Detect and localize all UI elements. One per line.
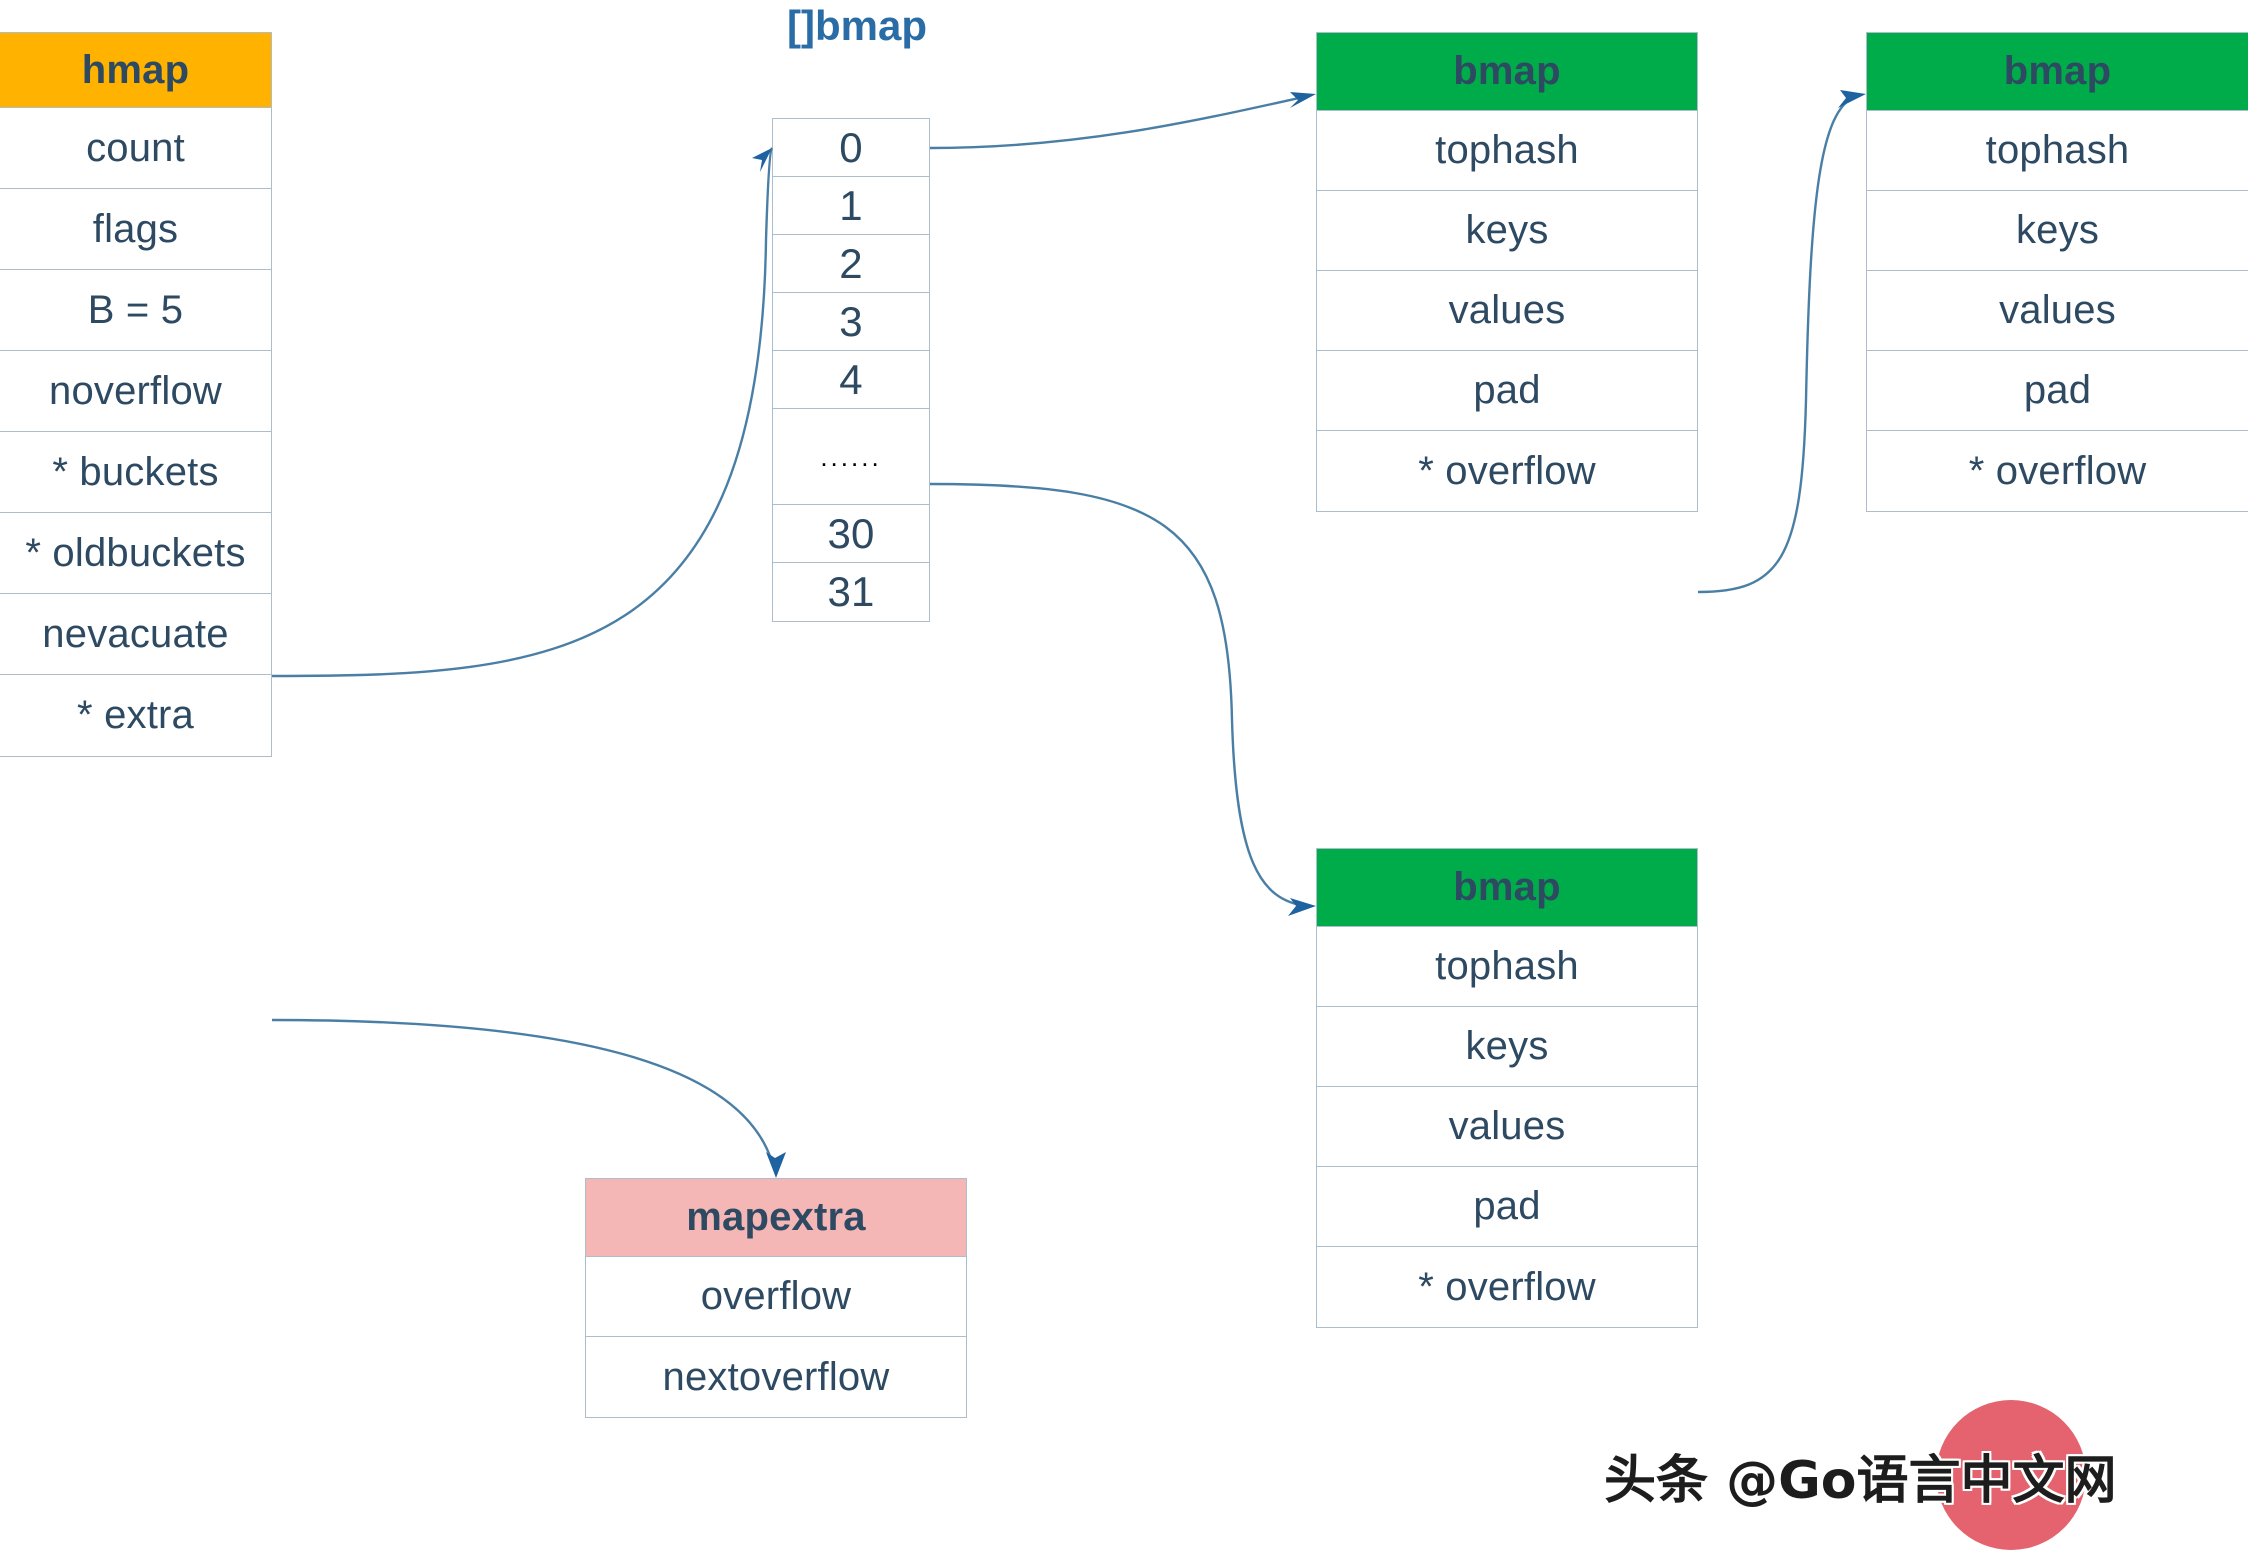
bmap-slice-title: []bmap [787,2,927,49]
bmap-slice-cell-2: 2 [773,235,929,293]
bmap-b-field-overflow: * overflow [1968,448,2147,493]
bmap-a-field-pad: pad [1317,351,1697,431]
watermark-text: 头条 @Go语言中文网 [1604,1451,2117,1511]
bmap-struct-table-b: bmap tophash keys values pad * overflow [1866,32,2248,512]
bmap-c-field-overflow: * overflow [1418,1264,1596,1309]
watermark-circle-icon [1936,1400,2086,1550]
bmap-slice-cell-3: 3 [773,293,929,351]
bmap-b-header: bmap [1867,33,2248,111]
bmap-slice-cell-0: 0 [773,119,929,177]
bmap-c-field-keys: keys [1317,1007,1697,1087]
arrow-bmap-a-overflow-to-bmap-b [1697,90,1866,594]
hmap-header: hmap [0,33,271,108]
hmap-field-oldbuckets: * oldbuckets [0,513,271,594]
mapextra-header: mapextra [586,1179,966,1257]
bmap-c-header: bmap [1317,849,1697,927]
bmap-slice-cell-ellipsis: ...... [773,409,929,505]
ellipsis-dots: ...... [820,441,882,472]
bmap-slice-cell-30: 30 [773,505,929,563]
bmap-a-field-tophash: tophash [1317,111,1697,191]
bmap-slice-cell-4: 4 [773,351,929,409]
hmap-field-b: B = 5 [0,270,271,351]
bmap-slice-cell-31: 31 [827,568,875,615]
hmap-field-noverflow: noverflow [0,351,271,432]
bmap-b-field-tophash: tophash [1867,111,2248,191]
arrow-slice0-to-bmap-a [929,92,1316,150]
mapextra-field-overflow: overflow [586,1257,966,1337]
hmap-field-buckets: * buckets [0,432,271,513]
watermark: 头条 @Go语言中文网 [1604,1400,2224,1550]
mapextra-field-nextoverflow: nextoverflow [662,1354,890,1399]
mapextra-struct-table: mapextra overflow nextoverflow [585,1178,967,1418]
bmap-a-field-values: values [1317,271,1697,351]
hmap-field-count: count [0,108,271,189]
bmap-b-field-values: values [1867,271,2248,351]
arrow-buckets-to-slice [271,147,774,678]
arrow-extra-to-mapextra [271,1018,786,1178]
bmap-slice-cell-1: 1 [773,177,929,235]
bmap-struct-table-a: bmap tophash keys values pad * overflow [1316,32,1698,512]
hmap-field-nevacuate: nevacuate [0,594,271,675]
arrow-slice4-to-bmap-c [929,482,1316,916]
bmap-struct-table-c: bmap tophash keys values pad * overflow [1316,848,1698,1328]
bmap-c-field-tophash: tophash [1317,927,1697,1007]
hmap-field-extra: * extra [76,693,194,737]
bmap-a-header: bmap [1317,33,1697,111]
bmap-a-field-overflow: * overflow [1418,448,1596,493]
bmap-c-field-values: values [1317,1087,1697,1167]
hmap-struct-table: hmap count flags B = 5 noverflow * bucke… [0,32,272,757]
bmap-b-field-pad: pad [1867,351,2248,431]
hmap-field-flags: flags [0,189,271,270]
bmap-c-field-pad: pad [1317,1167,1697,1247]
bmap-a-field-keys: keys [1317,191,1697,271]
bmap-slice-table: 0 1 2 3 4 ...... 30 31 [772,118,930,622]
bmap-b-field-keys: keys [1867,191,2248,271]
